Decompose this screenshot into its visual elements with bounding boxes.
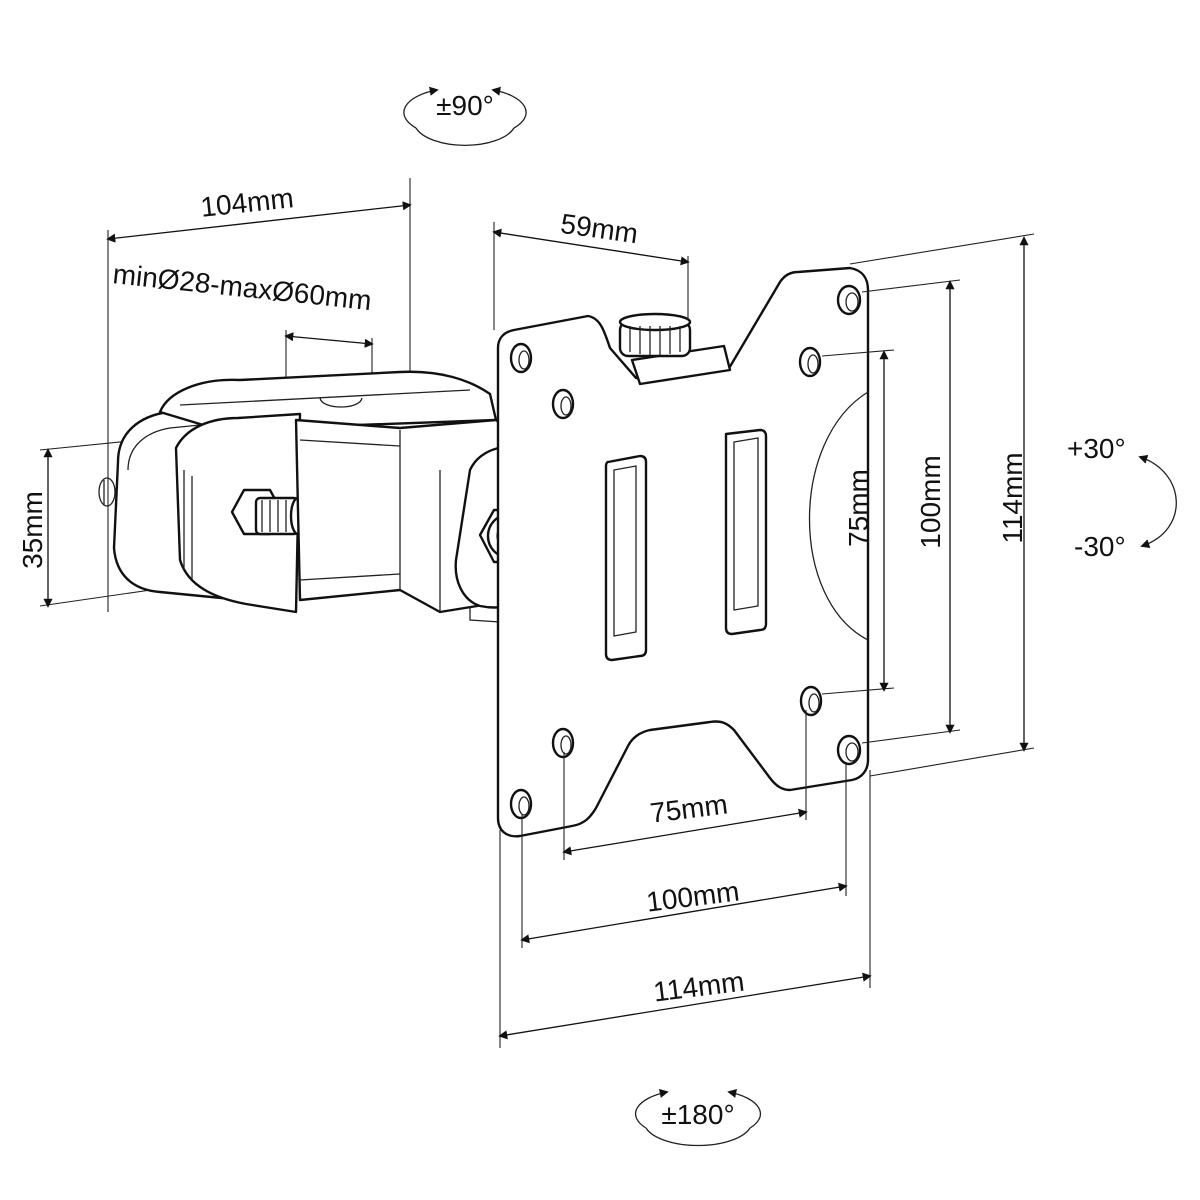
mount-hole-top-left-100: [509, 342, 533, 374]
vesa-100-vertical-dimension: 100mm: [861, 279, 961, 744]
mount-hole-top-left-75: [551, 388, 575, 420]
vesa-100-vertical-label: 100mm: [915, 455, 946, 548]
knob-offset-dimension: 59mm: [492, 208, 690, 330]
vesa-plate: [496, 266, 870, 838]
vesa-100-horizontal-label: 100mm: [645, 875, 741, 917]
plate-slot-right: [724, 428, 768, 636]
clamp-height-label: 35mm: [17, 491, 48, 569]
tilt-range-indicator: +30° -30°: [1067, 433, 1177, 562]
swivel-rotation-badge: ±90°: [403, 86, 527, 146]
vesa-100-horizontal-dimension: 100mm: [520, 762, 848, 948]
plate-slot-left: [604, 454, 648, 662]
swivel-angle-label: ±90°: [436, 90, 494, 121]
tilt-down-label: -30°: [1074, 531, 1126, 562]
desk-clamp: [98, 370, 522, 614]
tilt-up-label: +30°: [1067, 433, 1126, 464]
clamp-bolt: [230, 488, 307, 536]
tilt-knob: [618, 312, 732, 386]
plate-width-label: 114mm: [652, 966, 746, 1008]
rotation-badge: ±180°: [634, 1089, 762, 1147]
rotation-angle-label: ±180°: [661, 1099, 734, 1130]
vesa-75-vertical-dimension: 75mm: [821, 349, 895, 695]
mount-hole-top-right-100: [836, 284, 862, 316]
vesa-75-horizontal-label: 75mm: [648, 788, 729, 828]
mount-hole-bottom-right-75: [799, 685, 823, 717]
plate-height-label: 114mm: [997, 452, 1028, 543]
plate-height-dimension: 114mm: [849, 233, 1035, 777]
mount-hole-top-right-75: [798, 346, 822, 378]
clamp-range-label: minØ28-maxØ60mm: [111, 258, 373, 316]
mount-hole-bottom-left-100: [509, 788, 533, 820]
mount-hole-bottom-left-75: [551, 727, 575, 759]
vesa-75-vertical-label: 75mm: [843, 469, 874, 547]
clamp-depth-label: 104mm: [199, 182, 295, 223]
mount-hole-bottom-right-100: [836, 734, 862, 766]
knob-offset-label: 59mm: [559, 208, 640, 250]
